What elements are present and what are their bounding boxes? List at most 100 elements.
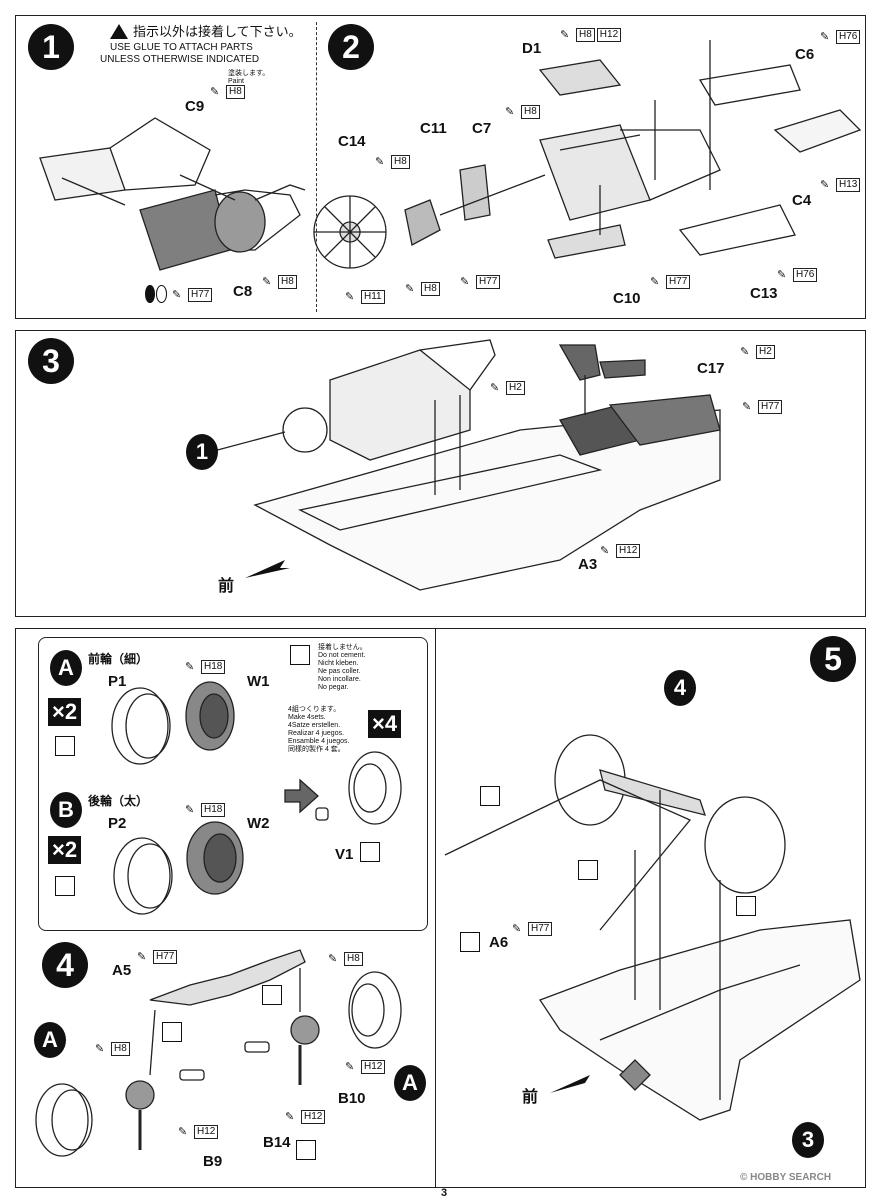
rear-wheel-title: 後輪（太） — [88, 794, 149, 808]
brush-icon: ✎ — [460, 276, 470, 288]
step1-2-panel — [15, 15, 866, 319]
label-w1: W1 — [247, 673, 270, 690]
nocement-es: No pegar. — [318, 684, 349, 691]
paint-c10: ✎H77 — [650, 275, 691, 289]
brush-icon: ✎ — [185, 804, 195, 816]
label-a3: A3 — [578, 556, 598, 573]
color-combo-icon — [145, 285, 167, 303]
label-c14: C14 — [338, 133, 366, 150]
label-c9: C9 — [185, 98, 205, 115]
front-label-step5: 前 — [522, 1089, 539, 1106]
brush-icon: ✎ — [185, 661, 195, 673]
brush-icon: ✎ — [650, 276, 660, 288]
no-cement-legend-icon — [290, 645, 310, 665]
nocement-fr: Ne pas coller. — [318, 668, 361, 675]
label-p2: P2 — [108, 815, 127, 832]
brush-icon: ✎ — [95, 1043, 105, 1055]
front-label: 前 — [218, 578, 235, 595]
step-3-number: 3 — [28, 338, 74, 384]
paint-c17: ✎H2 — [740, 345, 775, 359]
label-c10: C10 — [613, 290, 641, 307]
wheel-a-reference-right: A — [394, 1065, 426, 1101]
paint-c14: ✎H8 — [375, 155, 410, 169]
count-x2-a: ×2 — [48, 698, 82, 726]
make-sets-zh: 同樣的製作 4 套。 — [288, 746, 345, 753]
brush-icon: ✎ — [490, 382, 500, 394]
brush-icon: ✎ — [328, 953, 338, 965]
glue-notice-jp: 指示以外は接着して下さい。 — [133, 24, 302, 39]
paint-b9: ✎H12 — [178, 1125, 219, 1139]
page-number: 3 — [441, 1187, 448, 1199]
nocement-de: Nicht kleben. — [318, 660, 359, 667]
brush-icon: ✎ — [137, 951, 147, 963]
paint-arm: ✎H8 — [328, 952, 363, 966]
front-wheel-title: 前輪（細） — [88, 652, 149, 666]
label-c13: C13 — [750, 285, 778, 302]
paint-w1: ✎H18 — [185, 660, 226, 674]
no-cement-icon — [296, 1140, 316, 1160]
count-x4: ×4 — [368, 710, 402, 738]
step-3-reference: 3 — [792, 1122, 824, 1158]
no-cement-icon — [360, 842, 380, 862]
brush-icon: ✎ — [820, 179, 830, 191]
watermark: © HOBBY SEARCH — [740, 1172, 832, 1183]
paint-w2: ✎H18 — [185, 803, 226, 817]
label-p1: P1 — [108, 673, 127, 690]
nocement-it: Non incollare. — [318, 676, 361, 683]
glue-notice-en-1: USE GLUE TO ATTACH PARTS — [110, 42, 253, 53]
brush-icon: ✎ — [740, 346, 750, 358]
no-cement-icon — [460, 932, 480, 952]
label-c4: C4 — [792, 192, 812, 209]
make-sets-de: 4Satze erstellen. — [288, 722, 341, 729]
label-b10: B10 — [338, 1090, 366, 1107]
step5-panel — [435, 628, 866, 1188]
brush-icon: ✎ — [512, 923, 522, 935]
paint-c7: ✎H8 — [505, 105, 540, 119]
label-c17: C17 — [697, 360, 725, 377]
step-5-number: 5 — [810, 636, 856, 682]
step-4-number: 4 — [42, 942, 88, 988]
label-a5: A5 — [112, 962, 132, 979]
label-w2: W2 — [247, 815, 270, 832]
brush-icon: ✎ — [777, 269, 787, 281]
paint-pulley: ✎H8 — [405, 282, 440, 296]
sub-step-a: A — [50, 650, 82, 686]
label-c6: C6 — [795, 46, 815, 63]
paint-a3: ✎H12 — [600, 544, 641, 558]
paint-c6: ✎H76 — [820, 30, 861, 44]
brush-icon: ✎ — [375, 156, 385, 168]
step-4-reference: 4 — [664, 670, 696, 706]
brush-icon: ✎ — [820, 31, 830, 43]
nocement-en: Do not cement. — [318, 652, 366, 659]
step1-2-divider — [316, 22, 317, 312]
no-cement-icon — [262, 985, 282, 1005]
brush-icon: ✎ — [210, 86, 220, 98]
brush-icon: ✎ — [405, 283, 415, 295]
no-cement-icon — [162, 1022, 182, 1042]
no-cement-icon — [578, 860, 598, 880]
no-cement-icon — [55, 736, 75, 756]
make-sets-jp: 4組つくります。 — [288, 706, 341, 713]
count-x2-b: ×2 — [48, 836, 82, 864]
brush-icon: ✎ — [505, 106, 515, 118]
brush-icon: ✎ — [172, 289, 182, 301]
label-c7: C7 — [472, 120, 492, 137]
paint-c9: ✎H8 — [210, 85, 245, 99]
label-d1: D1 — [522, 40, 542, 57]
paint-note-en: Paint — [228, 78, 244, 85]
glue-notice-en-2: UNLESS OTHERWISE INDICATED — [100, 54, 260, 65]
no-cement-icon — [55, 876, 75, 896]
label-a6: A6 — [489, 934, 509, 951]
paint-a6: ✎H77 — [512, 922, 553, 936]
brush-icon: ✎ — [262, 276, 272, 288]
step-1-number: 1 — [28, 24, 74, 70]
paint-left: ✎H8 — [95, 1042, 130, 1056]
paint-note-jp: 塗装します。 — [228, 70, 270, 77]
brush-icon: ✎ — [742, 401, 752, 413]
no-cement-icon — [736, 896, 756, 916]
paint-b10: ✎H12 — [345, 1060, 386, 1074]
step-2-number: 2 — [328, 24, 374, 70]
make-sets-es: Realizar 4 juegos. — [288, 730, 345, 737]
paint-mid: ✎H2 — [490, 381, 525, 395]
nocement-jp: 接着しません。 — [318, 644, 367, 651]
